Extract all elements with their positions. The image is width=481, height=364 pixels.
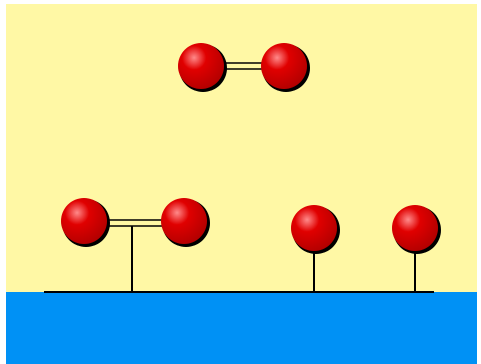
adsorbed-atom-right <box>392 205 441 254</box>
atom-sphere <box>291 205 337 251</box>
surface-slab <box>6 292 477 364</box>
gas-molecule-bond <box>222 62 262 70</box>
atom-sphere <box>178 43 224 89</box>
adsorbed-molecule-atom-left <box>61 198 110 247</box>
atom-sphere <box>261 43 307 89</box>
atom-sphere <box>61 198 107 244</box>
gas-molecule-atom-left <box>178 43 227 92</box>
gas-molecule-atom-right <box>261 43 310 92</box>
atom-sphere <box>392 205 438 251</box>
adsorbed-atom-left <box>291 205 340 254</box>
adsorbed-molecule-atom-right <box>161 198 210 247</box>
adsorbed-molecule-bond <box>104 219 162 227</box>
atom-sphere <box>161 198 207 244</box>
